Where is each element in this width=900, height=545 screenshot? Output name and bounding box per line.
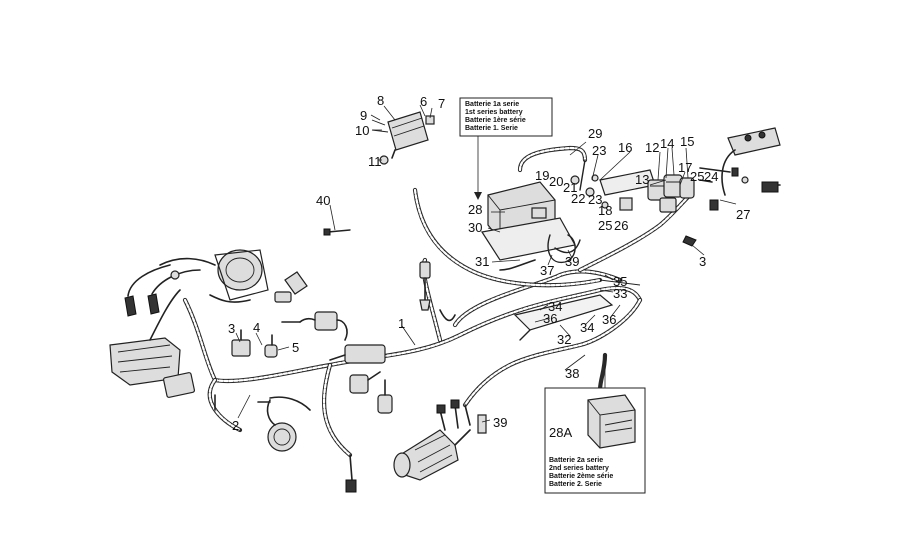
callout-4: 4 [253, 320, 260, 335]
callout-25b: 25 [598, 218, 612, 233]
callout-28A: 28A [549, 425, 572, 440]
bolt-40 [323, 228, 351, 236]
callout-14: 14 [660, 136, 674, 151]
callout-20: 20 [549, 174, 563, 189]
callout-8: 8 [377, 93, 384, 108]
instrument-cluster [209, 249, 308, 303]
battery-28 [481, 181, 576, 261]
svg-text:Batterie 1. Serie: Batterie 1. Serie [465, 125, 518, 132]
neutral-sensor [214, 394, 357, 493]
relay-group [231, 311, 348, 358]
svg-text:Batterie 2. Serie: Batterie 2. Serie [549, 481, 602, 488]
callout-36b: 36 [602, 312, 616, 327]
svg-text:Batterie 1ère série: Batterie 1ère série [465, 117, 526, 124]
callout-18: 18 [598, 203, 612, 218]
callout-26: 26 [614, 218, 628, 233]
callout-9: 9 [360, 108, 367, 123]
callout-28: 28 [468, 202, 482, 217]
callout-38: 38 [565, 366, 579, 381]
callout-17: 17 [678, 160, 692, 175]
callout-31: 31 [475, 254, 489, 269]
front-connectors [124, 257, 216, 317]
callout-27: 27 [736, 207, 750, 222]
pressure-switch [419, 261, 456, 322]
callout-22: 22 [571, 191, 585, 206]
callout-25a: 25 [690, 169, 704, 184]
callout-34b: 34 [580, 320, 594, 335]
callout-39a: 39 [565, 254, 579, 269]
callout-6: 6 [420, 94, 427, 109]
callout-3b: 3 [699, 254, 706, 269]
junction-connectors [329, 344, 393, 414]
callout-34a: 34 [548, 299, 562, 314]
horn [257, 396, 311, 452]
relay-cluster [647, 174, 695, 213]
callout-10: 10 [355, 123, 369, 138]
tail-light [699, 127, 781, 211]
leader-lines [235, 104, 737, 423]
callout-40: 40 [316, 193, 330, 208]
callout-19: 19 [535, 168, 549, 183]
svg-text:Batterie 2ème série: Batterie 2ème série [549, 473, 613, 480]
callout-30: 30 [468, 220, 482, 235]
callout-32: 32 [557, 332, 571, 347]
callout-2: 2 [232, 418, 239, 433]
callout-24: 24 [704, 169, 718, 184]
callout-1: 1 [398, 316, 405, 331]
callout-33: 33 [613, 286, 627, 301]
lower-connectors [436, 399, 487, 434]
callout-3a: 3 [228, 321, 235, 336]
callout-37: 37 [540, 263, 554, 278]
headlight-assembly [109, 289, 196, 398]
battery-label-box-1: Batterie 1a serie 1st series battery Bat… [459, 97, 553, 200]
callout-29: 29 [588, 126, 602, 141]
svg-text:Batterie 2a serie: Batterie 2a serie [549, 457, 603, 464]
svg-text:2nd series battery: 2nd series battery [549, 465, 609, 472]
callout-15: 15 [680, 134, 694, 149]
callout-labels: 1 2 3 3 4 5 6 7 8 9 10 11 12 13 14 15 16… [228, 93, 750, 440]
callout-39b: 39 [493, 415, 507, 430]
cable-29 [517, 145, 588, 191]
callout-35: 35 [613, 274, 627, 289]
callout-11: 11 [368, 154, 382, 169]
callout-12: 12 [645, 140, 659, 155]
part-3-right [682, 235, 697, 247]
svg-text:1st series battery: 1st series battery [465, 109, 523, 116]
starter-motor [393, 429, 471, 481]
callout-13: 13 [635, 172, 649, 187]
callout-36a: 36 [543, 311, 557, 326]
callout-23b: 23 [588, 192, 602, 207]
callout-21: 21 [563, 180, 577, 195]
battery-label-box-2: Batterie 2a serie 2nd series battery Bat… [544, 355, 646, 494]
callout-23a: 23 [592, 143, 606, 158]
callout-7: 7 [438, 96, 445, 111]
control-unit-8 [371, 111, 435, 165]
callout-16: 16 [618, 140, 632, 155]
svg-text:Batterie 1a serie: Batterie 1a serie [465, 101, 519, 108]
callout-5: 5 [292, 340, 299, 355]
